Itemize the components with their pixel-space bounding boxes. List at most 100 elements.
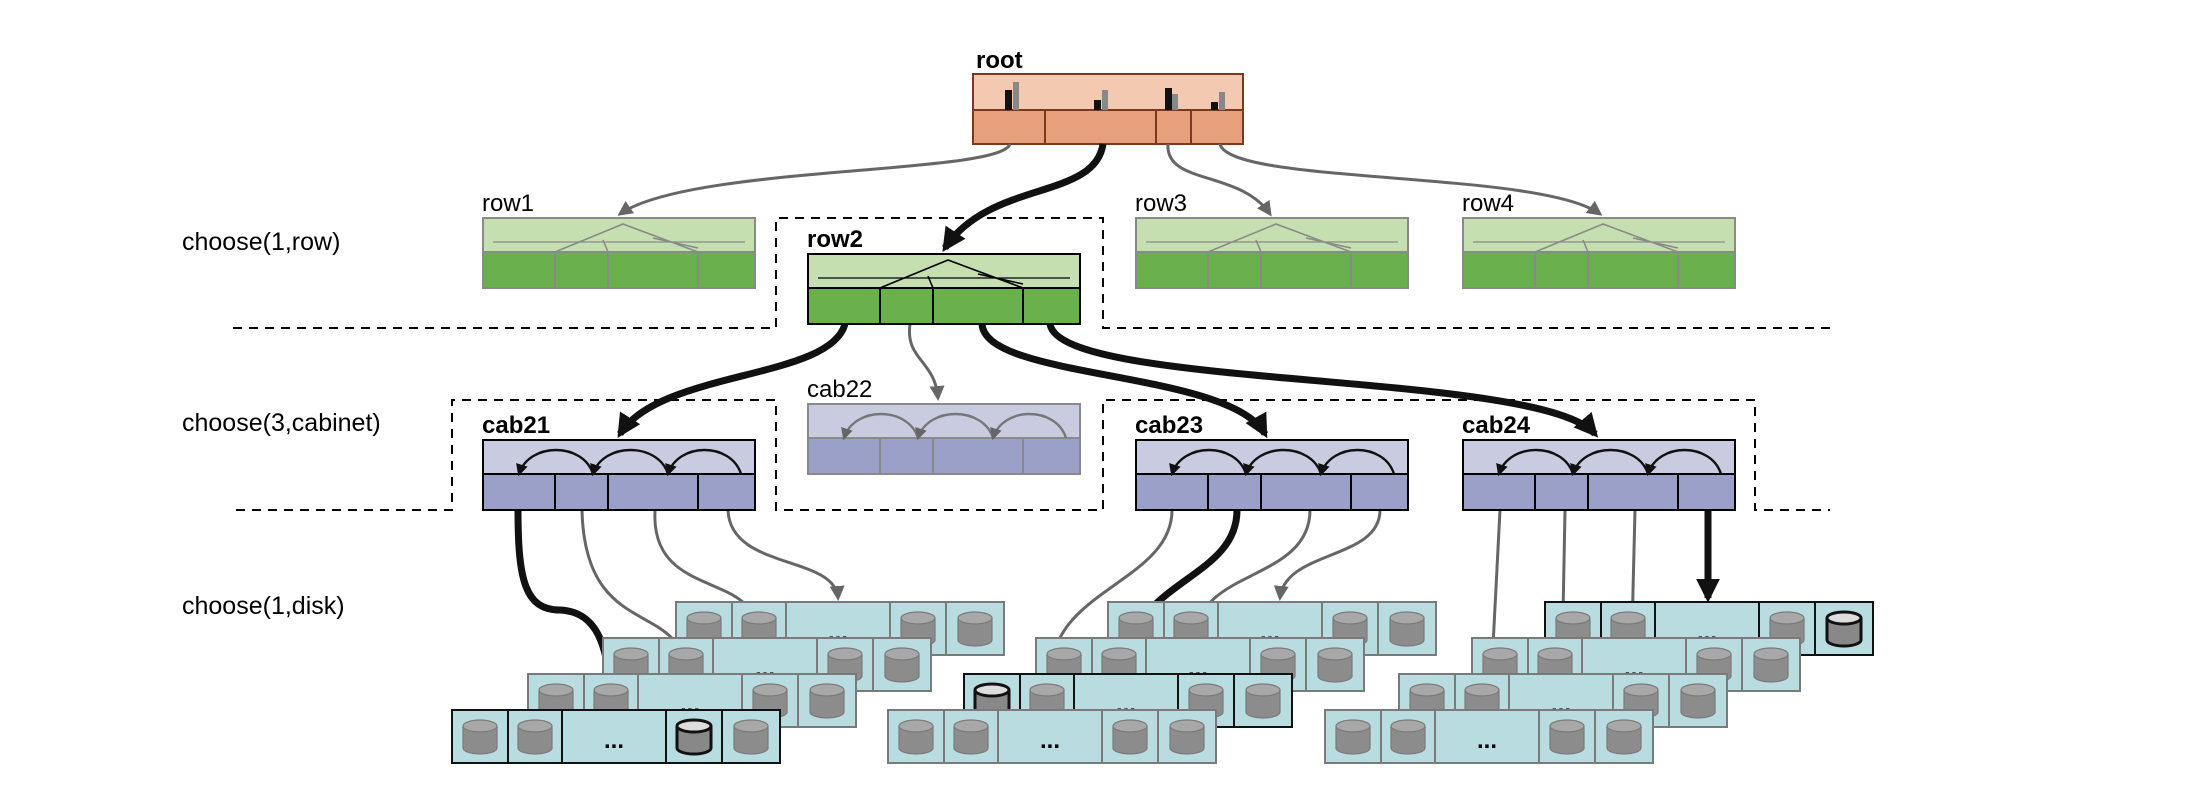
disk-icon-top	[898, 719, 934, 733]
cabinet-chain-arrow	[590, 448, 670, 477]
candidate-path-arrow	[1273, 509, 1382, 601]
disk-icon-top	[733, 719, 769, 733]
disk-icon-top	[1769, 611, 1805, 625]
disk-icon-top	[1753, 647, 1789, 661]
disk-icon-top	[593, 683, 629, 697]
disk-icon-top	[741, 611, 777, 625]
disk-icon-top	[1317, 647, 1353, 661]
disk-icon-top	[686, 611, 722, 625]
disk-icon	[675, 726, 713, 756]
row-bucket-header	[1462, 217, 1736, 253]
disk-icon-top	[1464, 683, 1500, 697]
row-label: row2	[807, 226, 863, 253]
disk-icon-top	[884, 647, 920, 661]
selected-path-arrow	[942, 143, 1107, 252]
disk-icon-top	[1029, 683, 1065, 697]
cabinet-label: cab21	[482, 412, 550, 439]
disk-icon	[809, 690, 845, 719]
root-bucket: root	[972, 47, 1244, 145]
disk-icon-top	[1482, 647, 1518, 661]
disk-icon	[884, 654, 920, 683]
cabinet-bucket-header	[807, 403, 1081, 439]
row-bucket-slots	[482, 251, 756, 289]
row-bucket-header	[1135, 217, 1409, 253]
disk-row-bg	[887, 709, 1217, 764]
candidate-path-arrow	[907, 323, 945, 401]
disk-ellipsis: ...	[604, 727, 624, 754]
disk-icon-top	[957, 611, 993, 625]
cabinet-chain-arrow	[841, 412, 920, 441]
row-label: row3	[1135, 190, 1187, 217]
disk-icon	[733, 726, 769, 755]
cabinet-chain-arrow	[1496, 448, 1575, 477]
dashed-boundary-row	[233, 217, 1830, 329]
step-label-disk: choose(1,disk)	[182, 592, 345, 620]
row-bucket-slots	[1135, 251, 1409, 289]
disk-icon	[1825, 618, 1863, 648]
row-bucket-row1: row1	[482, 190, 756, 289]
disk-icon	[462, 726, 498, 755]
root-label: root	[976, 47, 1023, 74]
disk-icon-top	[1696, 647, 1732, 661]
disk-icon-top	[827, 647, 863, 661]
disk-row: ...	[1544, 601, 1874, 656]
disk-stacks: ....................................	[451, 601, 1874, 764]
weight-bar	[1165, 88, 1172, 110]
weight-bar	[1013, 82, 1019, 110]
disk-icon-top	[973, 682, 1011, 698]
selected-path-arrow	[1046, 322, 1599, 438]
disk-icon-top	[1188, 683, 1224, 697]
disk-icon-top	[1118, 611, 1154, 625]
candidate-path-arrow	[1166, 143, 1272, 217]
row-label: row4	[1462, 190, 1514, 217]
disk-icon	[1680, 690, 1716, 719]
disk-icon-top	[1825, 610, 1863, 626]
cabinet-label: cab23	[1135, 412, 1203, 439]
disk-row: ...	[451, 709, 781, 764]
weight-bar	[1094, 100, 1101, 110]
cabinet-bucket-slots	[807, 437, 1081, 475]
disk-icon-top	[1335, 719, 1371, 733]
selection-arrows	[617, 143, 1603, 252]
weight-bar	[1219, 92, 1225, 110]
weight-bar	[1102, 90, 1108, 110]
disk-icon-top	[1555, 611, 1591, 625]
disk-icon-top	[538, 683, 574, 697]
disk-icon-top	[1680, 683, 1716, 697]
cabinet-chain-arrow	[1169, 448, 1248, 477]
cabinet-buckets: cab21 cab22 cab23 cab24	[482, 376, 1736, 511]
disk-icon	[957, 618, 993, 647]
disk-row: ...	[1324, 709, 1654, 764]
disk-icon-top	[1610, 611, 1646, 625]
disk-icon-top	[1549, 719, 1585, 733]
disk-icon-top	[1260, 647, 1296, 661]
row-bucket-row4: row4	[1462, 190, 1736, 289]
disk-icon-top	[1409, 683, 1445, 697]
dashed-boundary-cabinet	[236, 399, 1830, 511]
disk-icon-top	[1389, 611, 1425, 625]
row-label: row1	[482, 190, 534, 217]
cabinet-label: cab24	[1462, 412, 1531, 439]
disk-icon-top	[809, 683, 845, 697]
disk-icon-top	[1101, 647, 1137, 661]
disk-icon-top	[1112, 719, 1148, 733]
disk-icon	[1169, 726, 1205, 755]
disk-row-bg	[1324, 709, 1654, 764]
weight-bar	[1172, 94, 1178, 110]
disk-row: ...	[887, 709, 1217, 764]
disk-icon	[1390, 726, 1426, 755]
step-label-row: choose(1,row)	[182, 228, 340, 256]
cabinet-bucket-cab21: cab21	[482, 412, 756, 511]
cabinet-label: cab22	[807, 376, 872, 403]
cabinet-bucket-slots	[1462, 473, 1736, 511]
disk-icon-top	[517, 719, 553, 733]
disk-icon	[1606, 726, 1642, 755]
disk-icon	[1753, 654, 1789, 683]
cabinet-chain-arrow	[1243, 448, 1323, 477]
candidate-path-arrow	[726, 509, 845, 601]
cabinet-bucket-slots	[1135, 473, 1409, 511]
row-bucket-slots	[807, 287, 1081, 325]
cabinet-bucket-cab22: cab22	[807, 376, 1081, 475]
disk-icon-top	[900, 611, 936, 625]
